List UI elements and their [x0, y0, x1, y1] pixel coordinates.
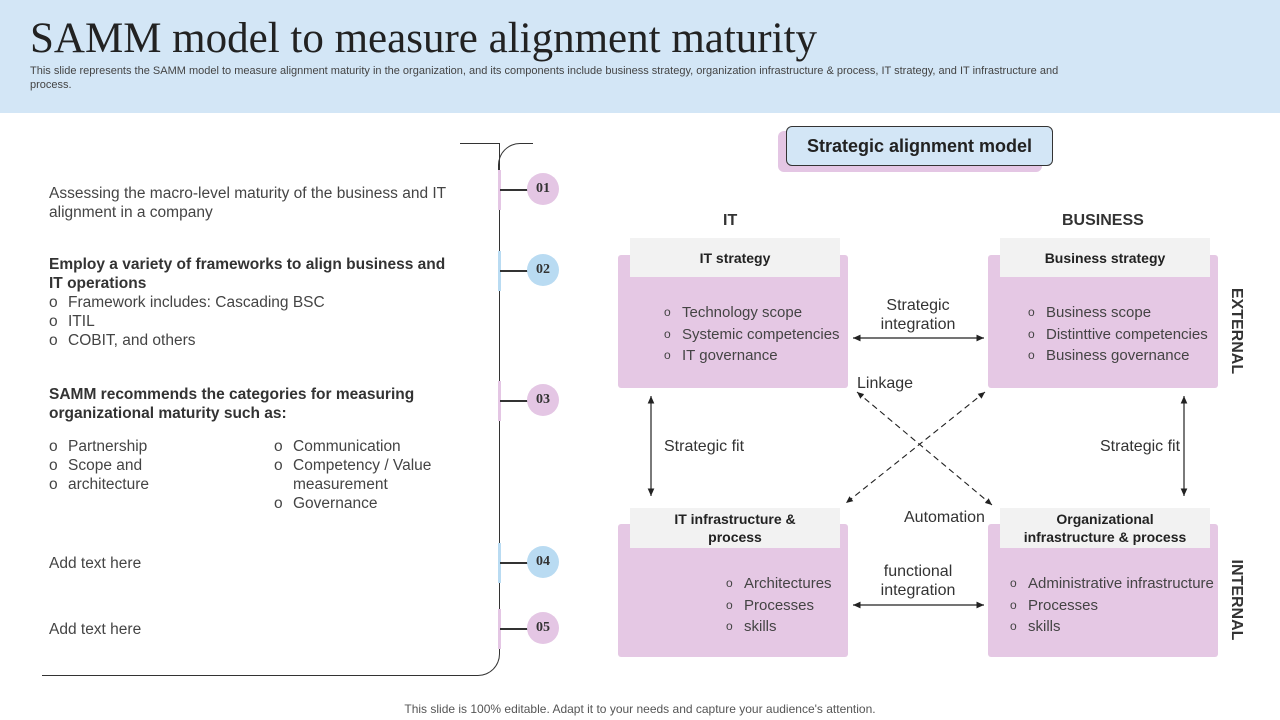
step-connector-4 [500, 562, 528, 564]
org-infrastructure-title: Organizational infrastructure & process [1000, 508, 1210, 548]
business-strategy-list: Business scope Distinttive competencies … [1028, 302, 1208, 367]
step-marker-2 [498, 251, 501, 291]
model-title: Strategic alignment model [786, 126, 1053, 166]
step-connector-5 [500, 628, 528, 630]
list-item: Architectures [726, 573, 832, 595]
step-2-heading: Employ a variety of frameworks to align … [49, 256, 446, 292]
step-connector-1 [500, 189, 528, 191]
list-item: Technology scope [664, 302, 840, 324]
step-badge-3: 03 [527, 384, 559, 416]
step-1-text: Assessing the macro-level maturity of th… [49, 185, 446, 221]
list-item: Processes [726, 595, 832, 617]
list-item: skills [1010, 616, 1214, 638]
org-infrastructure-list: Administrative infrastructure Processes … [1010, 573, 1214, 638]
list-item: COBIT, and others [49, 331, 449, 350]
step-marker-4 [498, 543, 501, 583]
page-subtitle: This slide represents the SAMM model to … [30, 65, 1059, 91]
bracket-top-corner [498, 143, 533, 173]
it-strategy-list: Technology scope Systemic competencies I… [664, 302, 840, 367]
box-it-strategy: Technology scope Systemic competencies I… [618, 255, 848, 388]
label-automation: Automation [904, 509, 985, 526]
step-badge-1: 01 [527, 173, 559, 205]
automation-diagonal-arrow [845, 391, 986, 504]
step-connector-2 [500, 270, 528, 272]
list-item: Administrative infrastructure [1010, 573, 1214, 595]
list-item: IT governance [664, 345, 840, 367]
step-4-text: Add text here [49, 555, 142, 572]
it-strategy-title: IT strategy [630, 238, 840, 277]
step-2-bullets: Framework includes: Cascading BSC ITIL C… [49, 293, 449, 350]
label-strategic-fit-right: Strategic fit [1100, 438, 1181, 455]
step-marker-1 [498, 170, 501, 210]
step-badge-4: 04 [527, 546, 559, 578]
list-item: architecture [49, 475, 259, 494]
it-infrastructure-title: IT infrastructure & process [630, 508, 840, 548]
column-heading-it: IT [723, 212, 738, 229]
column-heading-business: BUSINESS [1062, 212, 1144, 229]
label-functional-integration: functional integration [880, 563, 956, 599]
list-item: Partnership [49, 437, 259, 456]
label-strategic-integration: Strategic integration [880, 297, 956, 333]
header-banner: SAMM model to measure alignment maturity… [0, 0, 1280, 113]
step-badge-2: 02 [527, 254, 559, 286]
footer-note: This slide is 100% editable. Adapt it to… [404, 702, 876, 716]
list-item: Systemic competencies [664, 324, 840, 346]
label-strategic-fit-left: Strategic fit [664, 438, 745, 455]
step-badge-5: 05 [527, 612, 559, 644]
list-item: Competency / Value measurement [274, 456, 464, 494]
box-business-strategy: Business scope Distinttive competencies … [988, 255, 1218, 388]
list-item: Business governance [1028, 345, 1208, 367]
list-item: Scope and [49, 456, 259, 475]
label-linkage: Linkage [857, 375, 914, 392]
page-title: SAMM model to measure alignment maturity [30, 15, 818, 62]
step-marker-3 [498, 381, 501, 421]
list-item: Processes [1010, 595, 1214, 617]
step-3-bullets-col2: Communication Competency / Value measure… [274, 437, 464, 513]
linkage-diagonal-arrow [856, 391, 993, 506]
step-3-bullets-col1: Partnership Scope and architecture [49, 437, 259, 494]
list-item: skills [726, 616, 832, 638]
it-infrastructure-list: Architectures Processes skills [726, 573, 832, 638]
step-5-text: Add text here [49, 621, 142, 638]
step-marker-5 [498, 609, 501, 649]
list-item: ITIL [49, 312, 449, 331]
list-item: Communication [274, 437, 464, 456]
step-connector-3 [500, 400, 528, 402]
business-strategy-title: Business strategy [1000, 238, 1210, 277]
list-item: Business scope [1028, 302, 1208, 324]
bracket-mask [40, 140, 460, 146]
list-item: Distinttive competencies [1028, 324, 1208, 346]
step-3-heading: SAMM recommends the categories for measu… [49, 386, 415, 422]
list-item: Governance [274, 494, 464, 513]
list-item: Framework includes: Cascading BSC [49, 293, 449, 312]
